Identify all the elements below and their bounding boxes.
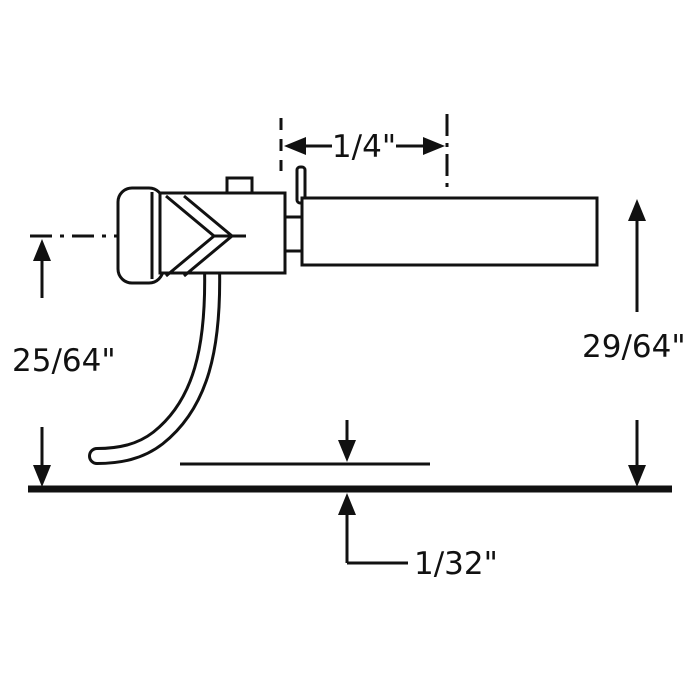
arrow-down-icon xyxy=(628,465,646,487)
coupler-knuckle-face xyxy=(116,186,165,285)
trip-pin xyxy=(88,257,222,465)
dim-right-label: 29/64" xyxy=(582,329,686,365)
dim-top-label: 1/4" xyxy=(332,129,396,165)
arrow-up-icon xyxy=(33,239,51,261)
dimension-right: 29/64" xyxy=(582,199,686,487)
arrow-up-icon xyxy=(338,493,356,515)
trip-pin-inner xyxy=(91,260,219,462)
arrow-left-icon xyxy=(284,137,306,155)
coupler-head-body xyxy=(158,191,287,275)
arrow-up-icon xyxy=(628,199,646,221)
dim-left-label: 25/64" xyxy=(12,343,116,379)
arrow-right-icon xyxy=(423,137,445,155)
shank-box xyxy=(300,196,599,267)
arrow-down-icon xyxy=(338,440,356,462)
coupler-assembly xyxy=(116,165,599,285)
dimension-bottom: 1/32" xyxy=(180,420,498,582)
dimension-top: 1/4" xyxy=(279,114,449,192)
dimension-left: 25/64" xyxy=(12,239,116,487)
arrow-down-icon xyxy=(33,465,51,487)
dim-bottom-label: 1/32" xyxy=(414,546,498,582)
